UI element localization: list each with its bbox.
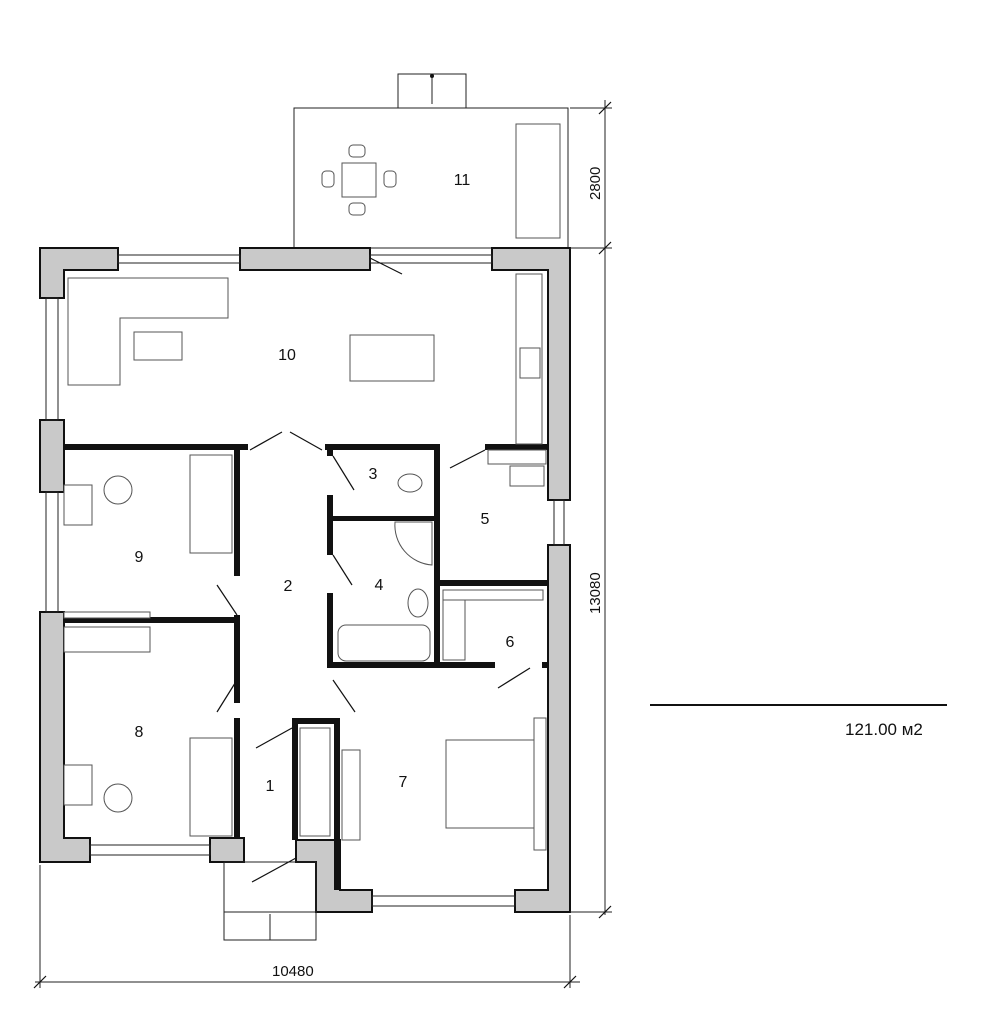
- dim-house-width: 10480: [272, 963, 314, 980]
- terrace-table: [341, 162, 377, 198]
- double-bed: [445, 739, 547, 829]
- room-label-11: 11: [454, 172, 471, 189]
- terrace: [293, 73, 569, 249]
- wardrobe-6: [442, 589, 544, 601]
- bathtub: [337, 624, 431, 662]
- exterior-walls: [39, 247, 571, 913]
- room-label-9: 9: [135, 549, 144, 566]
- terrace-sofa: [515, 123, 561, 239]
- area-underline: [650, 704, 947, 706]
- bed-8: [189, 737, 233, 837]
- dim-house-depth: 13080: [587, 572, 604, 614]
- wardrobe-9: [63, 611, 151, 619]
- shower: [394, 521, 433, 566]
- entrance-porch: [223, 861, 317, 941]
- room-label-4: 4: [375, 577, 384, 594]
- wardrobe-1: [299, 727, 331, 837]
- dimension-lines: 2800 13080 10480: [33, 100, 612, 989]
- room-label-6: 6: [506, 634, 515, 651]
- room-labels: 1 2 3 4 5 6 7 8 9 10 11: [135, 172, 515, 795]
- room-label-3: 3: [369, 466, 378, 483]
- room-label-2: 2: [284, 578, 293, 595]
- dim-terrace-depth: 2800: [587, 167, 604, 200]
- desk-9: [63, 484, 93, 526]
- furniture: [63, 273, 547, 851]
- room-label-7: 7: [399, 774, 408, 791]
- room-label-8: 8: [135, 724, 144, 741]
- total-area: 121.00 м2: [845, 720, 923, 739]
- coffee-table: [133, 331, 183, 361]
- room-label-1: 1: [266, 778, 275, 795]
- door-swings: [216, 257, 531, 883]
- interior-walls: [64, 444, 548, 890]
- corner-sofa: [67, 277, 229, 386]
- bed-9: [189, 454, 233, 554]
- room-label-10: 10: [278, 347, 296, 364]
- dining-table: [349, 334, 435, 382]
- room-label-5: 5: [481, 511, 490, 528]
